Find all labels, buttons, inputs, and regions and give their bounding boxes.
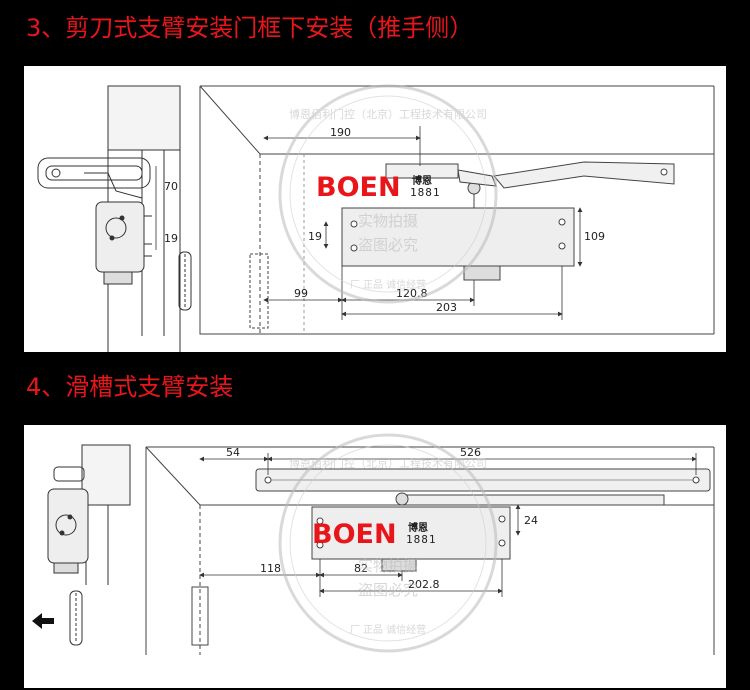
dim-202-8: 202.8 [408,578,440,591]
slide-dimensions [199,453,697,597]
svg-text:博恩佰利门控（北京）工程技术有限公司: 博恩佰利门控（北京）工程技术有限公司 [289,456,487,470]
brand-logo: BOEN 博恩 1881 [312,519,437,550]
svg-text:博恩佰利门控（北京）工程技术有限公司: 博恩佰利门控（北京）工程技术有限公司 [289,107,487,121]
svg-text:盗图必究: 盗图必究 [358,236,418,254]
left-arrow-icon [32,613,54,629]
dim-109: 109 [584,230,605,243]
slide-arm-diagram: 54 526 24 118 82 202.8 BOEN 博恩 1881 博恩佰利… [24,425,726,688]
section-title-scissor-arm: 3、剪刀式支臂安装门框下安装（推手侧） [26,14,474,42]
dim-24: 24 [524,514,538,527]
svg-text:BOEN: BOEN [316,172,401,203]
dim-19-side: 19 [164,232,178,245]
dim-118: 118 [260,562,281,575]
side-view [37,85,192,352]
watermark-seal: 博恩佰利门控（北京）工程技术有限公司 实物拍摄 盗图必究 厂 正品 诚信经营 [278,433,498,653]
side-view [47,444,131,646]
scissor-arm [385,161,675,189]
side-view-dimensions: 70 19 [155,166,178,250]
svg-text:盗图必究: 盗图必究 [358,581,418,599]
dim-70: 70 [164,180,178,193]
scissor-arm-diagram: 70 19 [24,66,726,352]
svg-text:博恩: 博恩 [412,174,432,187]
slide-arm-drawing: 54 526 24 118 82 202.8 BOEN 博恩 1881 博恩佰利… [32,433,715,655]
svg-text:博恩: 博恩 [408,521,428,534]
svg-text:实物拍摄: 实物拍摄 [358,557,418,575]
dim-190: 190 [330,126,351,139]
dim-526: 526 [460,446,481,459]
section-title-slide-arm: 4、滑槽式支臂安装 [26,373,234,401]
watermark-seal: 博恩佰利门控（北京）工程技术有限公司 实物拍摄 盗图必究 厂 正品 诚信经营 [278,84,498,304]
svg-text:厂 正品 诚信经营: 厂 正品 诚信经营 [350,278,426,291]
door-frame [199,85,715,335]
dim-82: 82 [354,562,368,575]
dim-203: 203 [436,301,457,314]
svg-text:1881: 1881 [410,186,441,199]
dim-54: 54 [226,446,240,459]
door-closer-body [341,181,575,281]
brand-logo: BOEN 博恩 1881 [316,172,441,203]
svg-text:1881: 1881 [406,533,437,546]
dim-99: 99 [294,287,308,300]
scissor-arm-drawing: 70 19 [37,84,715,352]
dim-19-front: 19 [308,230,322,243]
svg-text:实物拍摄: 实物拍摄 [358,212,418,230]
svg-text:厂 正品 诚信经营: 厂 正品 诚信经营 [350,623,426,636]
svg-text:BOEN: BOEN [312,519,397,550]
slide-rail [255,468,711,506]
door-closer-body [311,492,511,572]
